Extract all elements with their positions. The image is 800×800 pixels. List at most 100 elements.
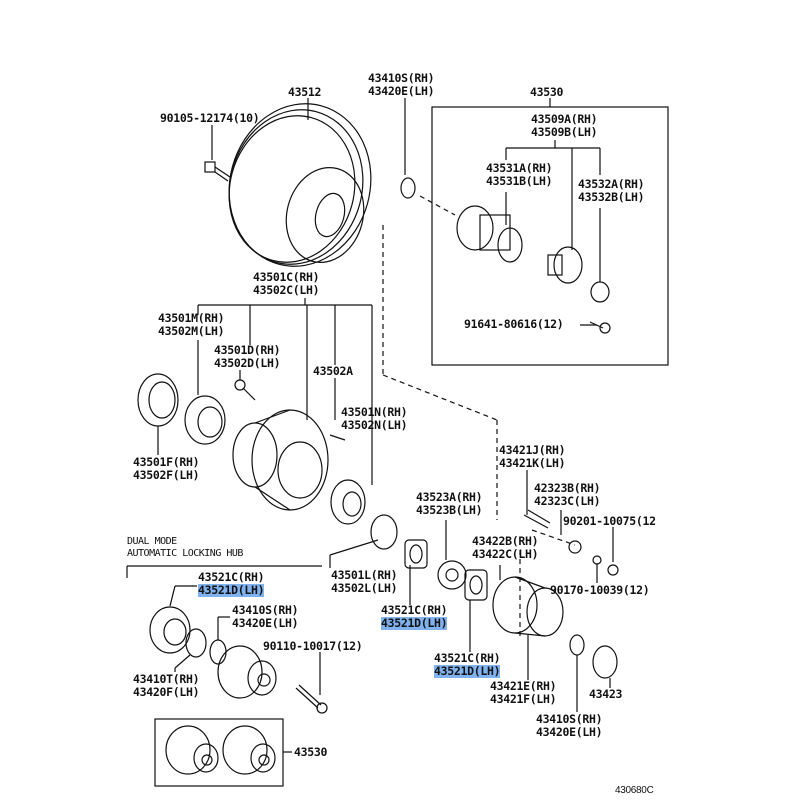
label-bolt-top[interactable]: 90105-12174(10) — [160, 111, 260, 125]
bearing-left-icon — [149, 606, 191, 654]
brake-disc-icon — [228, 103, 372, 267]
axle-hub-icon — [492, 576, 564, 637]
label-lh: 43502F(LH) — [133, 468, 200, 482]
label-seal-f[interactable]: 43501F(RH) 43502F(LH) — [133, 455, 200, 482]
label-rh: 43521C(RH) — [434, 651, 501, 665]
hub-inner-icon — [547, 246, 583, 284]
hub-nut-icon — [568, 540, 582, 554]
label-nut-right[interactable]: 90201-10075(12 — [563, 514, 656, 528]
label-part-a[interactable]: 43502A — [313, 364, 353, 378]
label-snap-ring-bottom[interactable]: 43410S(RH) 43420E(LH) — [536, 712, 603, 739]
grease-cap-icon — [592, 645, 618, 679]
bearing-right-icon — [330, 479, 366, 525]
label-lh: 43422C(LH) — [472, 547, 539, 561]
seal-ring-icon — [590, 281, 610, 303]
label-hub-e[interactable]: 43421E(RH) 43421F(LH) — [490, 679, 557, 706]
section-title: DUAL MODE AUTOMATIC LOCKING HUB — [127, 536, 243, 560]
label-hub-inner[interactable]: 43532A(RH) 43532B(LH) — [578, 177, 645, 204]
locking-hub-icon — [217, 645, 277, 699]
snap-ring-left-icon — [209, 639, 227, 665]
label-snap-ring-top[interactable]: 43410S(RH) 43420E(LH) — [368, 71, 435, 98]
label-disc[interactable]: 43512 — [288, 85, 322, 99]
label-lh: 43502D(LH) — [214, 356, 281, 370]
ring-t-icon — [185, 628, 207, 658]
label-pin-n[interactable]: 43501N(RH) 43502N(LH) — [341, 405, 408, 432]
label-rh: 43410S(RH) — [536, 712, 603, 726]
section-title-line1: DUAL MODE — [127, 536, 177, 547]
label-stud-b[interactable]: 42323B(RH) 42323C(LH) — [534, 481, 601, 508]
label-hub-flange[interactable]: 43422B(RH) 43422C(LH) — [472, 534, 539, 561]
section-title-line2: AUTOMATIC LOCKING HUB — [127, 548, 243, 559]
label-rh: 43532A(RH) — [578, 177, 645, 191]
label-lh: 43502N(LH) — [341, 418, 408, 432]
label-washer-l[interactable]: 43501L(RH) 43502L(LH) — [331, 568, 398, 595]
label-lh-highlighted: 43521D(LH) — [198, 583, 265, 597]
hub-housing-icon — [456, 205, 523, 263]
label-lh: 43523B(LH) — [416, 503, 483, 517]
bearing-icon — [184, 395, 226, 445]
label-bolt-bottom[interactable]: 90110-10017(12) — [263, 639, 363, 653]
label-bearing-upper-left[interactable]: 43521C(RH) 43521D(LH) — [198, 571, 265, 597]
label-hub-housing[interactable]: 43531A(RH) 43531B(LH) — [486, 161, 553, 188]
hub-stud-icon — [523, 470, 551, 529]
lock-nut-icon — [404, 539, 428, 569]
label-rh: 43421E(RH) — [490, 679, 557, 693]
bolt-small-icon — [234, 379, 256, 401]
label-lockwasher[interactable]: 43523A(RH) 43523B(LH) — [416, 490, 483, 517]
label-rh: 43410T(RH) — [133, 672, 200, 686]
label-knuckle[interactable]: 43501C(RH) 43502C(LH) — [253, 270, 320, 297]
locking-hub-kit-icon — [165, 725, 276, 775]
snap-ring-bottom-icon — [569, 634, 585, 656]
label-rh: 43521C(RH) — [381, 603, 448, 617]
label-lh: 43502M(LH) — [158, 324, 225, 338]
label-lh: 43531B(LH) — [486, 174, 553, 188]
label-rh: 43531A(RH) — [486, 161, 553, 175]
label-seal-m[interactable]: 43501M(RH) 43502M(LH) — [158, 311, 225, 338]
label-hub-body[interactable]: 43509A(RH) 43509B(LH) — [531, 113, 598, 139]
label-bolt-d[interactable]: 43501D(RH) 43502D(LH) — [214, 343, 281, 370]
label-hub-kit-bottom[interactable]: 43530 — [294, 745, 328, 759]
label-hub-bolt[interactable]: 91641-80616(12) — [464, 317, 564, 331]
label-rh: 43501L(RH) — [331, 568, 398, 582]
label-rh: 43501N(RH) — [341, 405, 408, 419]
label-lh: 43421K(LH) — [499, 456, 566, 470]
label-rh: 43501M(RH) — [158, 311, 225, 325]
label-rh: 43422B(RH) — [472, 534, 539, 548]
label-lh-highlighted: 43521D(LH) — [381, 616, 448, 630]
bolt-icon — [204, 125, 231, 182]
washer-icon — [370, 514, 398, 550]
label-rh: 43501F(RH) — [133, 455, 200, 469]
hub-bolt-icon — [589, 321, 611, 334]
label-lh: 43421F(LH) — [490, 692, 557, 706]
label-stud-j[interactable]: 43421J(RH) 43421K(LH) — [499, 443, 566, 470]
washer-small-icon — [592, 555, 602, 565]
label-rh: 43523A(RH) — [416, 490, 483, 504]
label-lh: 43509B(LH) — [531, 125, 598, 139]
label-rh: 43410S(RH) — [368, 71, 435, 85]
label-lh: 43420F(LH) — [133, 685, 200, 699]
label-lh: 43420E(LH) — [368, 84, 435, 98]
nut-icon — [607, 564, 619, 576]
label-bearing-mid[interactable]: 43521C(RH) 43521D(LH) — [381, 603, 448, 630]
label-rh: 43501C(RH) — [253, 270, 320, 284]
label-lh: 43502L(LH) — [331, 581, 398, 595]
label-rh: 43410S(RH) — [232, 603, 299, 617]
label-rh: 43421J(RH) — [499, 443, 566, 457]
hub-bolt-bottom-icon — [295, 684, 328, 714]
label-hub-kit[interactable]: 43530 — [530, 85, 564, 99]
label-snap-ring-left[interactable]: 43410S(RH) 43420E(LH) — [232, 603, 299, 630]
label-rh: 43501D(RH) — [214, 343, 281, 357]
label-bearing-lower[interactable]: 43521C(RH) 43521D(LH) — [434, 651, 501, 678]
label-lh: 43420E(LH) — [232, 616, 299, 630]
snap-ring-icon — [400, 177, 416, 199]
lock-washer-icon — [437, 560, 467, 590]
label-rh: 42323B(RH) — [534, 481, 601, 495]
oil-seal-icon — [137, 373, 179, 427]
label-lh: 42323C(LH) — [534, 494, 601, 508]
label-cap[interactable]: 43423 — [589, 687, 623, 701]
label-washer-bottom[interactable]: 90170-10039(12) — [550, 583, 650, 597]
steering-knuckle-icon — [232, 409, 329, 511]
label-ring-t[interactable]: 43410T(RH) 43420F(LH) — [133, 672, 200, 699]
label-lh: 43420E(LH) — [536, 725, 603, 739]
